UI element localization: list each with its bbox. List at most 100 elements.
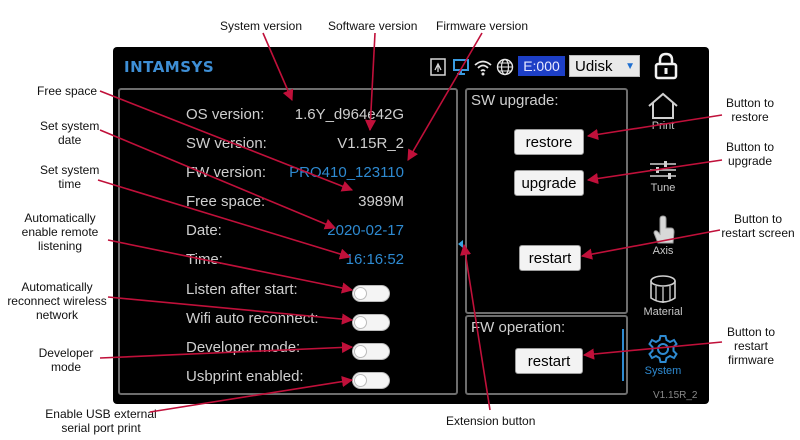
free-space-value: 3989M (358, 193, 404, 210)
storage-source-select[interactable]: Udisk ▼ (569, 55, 640, 77)
os-version-value: 1.6Y_d964e42G (294, 106, 404, 123)
hand-pointer-icon (653, 215, 675, 244)
callout-restart-firmware: Button to restart firmware (720, 325, 782, 367)
filament-spool-icon (650, 275, 676, 303)
date-value[interactable]: 2020-02-17 (327, 222, 404, 239)
computer-monitor-icon (453, 59, 469, 75)
callout-developer-mode: Developer mode (34, 346, 98, 374)
usb-storage-icon (430, 58, 446, 76)
sw-version-row: SW version: V1.15R_2 (186, 135, 404, 157)
callout-line: restart (733, 339, 768, 353)
callout-restore: Button to restore (718, 96, 782, 124)
nav-active-indicator (622, 329, 624, 381)
callout-line: enable remote (21, 225, 99, 239)
printer-screen: INTAMSYS E:000 Udisk ▼ (113, 47, 709, 404)
callout-line: Button to (733, 212, 783, 226)
globe-icon (496, 58, 514, 76)
brand-logo: INTAMSYS (124, 58, 215, 76)
callout-free-space: Free space (37, 84, 98, 98)
callout-line: firmware (727, 353, 774, 367)
callout-line: Developer (38, 346, 94, 360)
os-version-row: OS version: 1.6Y_d964e42G (186, 106, 404, 128)
callout-firmware-version: Firmware version (436, 19, 529, 33)
callout-upgrade: Button to upgrade (718, 140, 782, 168)
developer-mode-toggle[interactable] (352, 343, 390, 360)
restore-button[interactable]: restore (514, 129, 584, 155)
callout-line: date (58, 133, 82, 147)
sw-upgrade-title: SW upgrade: (471, 92, 559, 109)
padlock-icon[interactable] (653, 52, 679, 80)
error-code-badge[interactable]: E:000 (518, 56, 565, 76)
wifi-icon (474, 60, 492, 76)
nav-item-system[interactable]: System (632, 333, 694, 377)
nav-item-axis[interactable]: Axis (632, 215, 694, 257)
extension-button[interactable] (458, 240, 463, 248)
fw-version-value[interactable]: PRO410_123110 (289, 164, 404, 181)
sw-version-label: SW version: (186, 135, 267, 152)
callout-extension-button: Extension button (446, 414, 536, 428)
time-value[interactable]: 16:16:52 (345, 251, 404, 268)
os-version-label: OS version: (186, 106, 265, 123)
fw-operation-title: FW operation: (471, 319, 566, 336)
callout-wifi-reconnect: Automatically reconnect wireless network (3, 280, 111, 322)
callout-restart-screen: Button to restart screen (716, 212, 800, 240)
developer-mode-label: Developer mode: (186, 339, 301, 356)
callout-line: Automatically (21, 280, 93, 294)
fw-operation-panel: FW operation: restart (465, 315, 628, 395)
callout-line: Enable USB external (45, 407, 157, 421)
callout-line: Button to (726, 325, 776, 339)
time-label: Time: (186, 251, 223, 268)
callout-remote-listening: Automatically enable remote listening (13, 211, 107, 253)
callout-line: upgrade (727, 154, 773, 168)
callout-line: Button to (725, 96, 775, 110)
callout-set-time: Set system time (40, 163, 99, 191)
callout-set-date: Set system date (40, 119, 99, 147)
sw-version-value: V1.15R_2 (337, 135, 404, 152)
nav-item-print[interactable]: Print (632, 92, 694, 132)
callout-line: Set system (40, 119, 100, 133)
callout-line: serial port print (61, 421, 141, 435)
storage-source-value: Udisk (575, 58, 613, 75)
listen-after-start-toggle[interactable] (352, 285, 390, 302)
callout-software-version: Software version (328, 19, 418, 33)
upgrade-button[interactable]: upgrade (514, 170, 584, 196)
main-nav: Print Tune Axis Material (632, 88, 709, 404)
callout-line: listening (37, 239, 83, 253)
sw-upgrade-panel: SW upgrade: restore upgrade restart (465, 88, 628, 314)
nav-item-material[interactable]: Material (632, 274, 694, 318)
system-info-panel: OS version: 1.6Y_d964e42G SW version: V1… (118, 88, 458, 395)
version-footer: V1.15R_2 (653, 390, 698, 401)
nav-label-system: System (644, 365, 682, 377)
date-label: Date: (186, 222, 222, 239)
usbprint-enabled-toggle[interactable] (352, 372, 390, 389)
callout-line: restore (731, 110, 769, 124)
callout-line: time (58, 177, 82, 191)
free-space-label: Free space: (186, 193, 266, 210)
callout-line: restart screen (721, 226, 795, 240)
nav-label-axis: Axis (652, 245, 674, 257)
nav-label-tune: Tune (650, 182, 676, 194)
usbprint-enabled-label: Usbprint enabled: (186, 368, 304, 385)
restart-firmware-button[interactable]: restart (515, 348, 583, 374)
callout-line: Set system (40, 163, 100, 177)
callout-line: Automatically (24, 211, 96, 225)
chevron-down-icon: ▼ (625, 61, 635, 72)
callout-line: reconnect wireless (7, 294, 107, 308)
nav-item-tune[interactable]: Tune (632, 158, 694, 194)
home-icon (648, 92, 678, 119)
restart-screen-button[interactable]: restart (519, 245, 581, 271)
callout-usb-print: Enable USB external serial port print (40, 407, 162, 435)
callout-line: network (35, 308, 79, 322)
nav-label-material: Material (643, 306, 683, 318)
wifi-auto-reconnect-toggle[interactable] (352, 314, 390, 331)
sliders-icon (650, 161, 676, 179)
callout-line: Button to (725, 140, 775, 154)
callout-line: mode (50, 360, 82, 374)
date-row: Date: 2020-02-17 (186, 222, 404, 244)
fw-version-row: FW version: PRO410_123110 (186, 164, 404, 186)
free-space-row: Free space: 3989M (186, 193, 404, 215)
listen-after-start-label: Listen after start: (186, 281, 298, 298)
gear-icon (648, 335, 678, 363)
nav-label-print: Print (651, 120, 675, 132)
wifi-auto-reconnect-label: Wifi auto reconnect: (186, 310, 319, 327)
